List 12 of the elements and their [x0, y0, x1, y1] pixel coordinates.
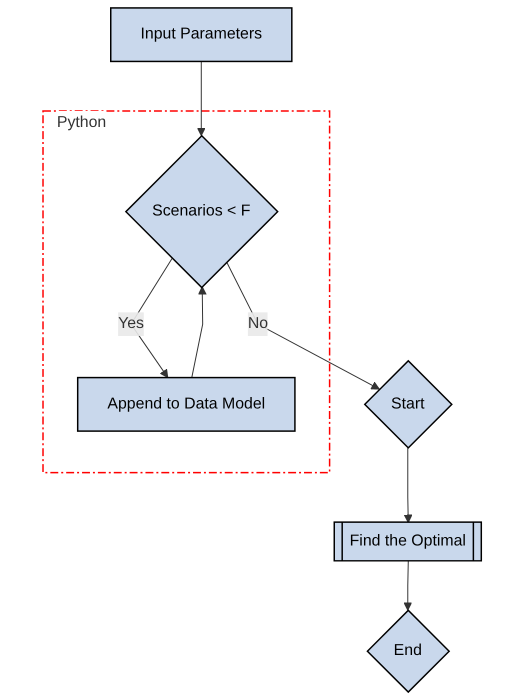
- arrow: [191, 286, 207, 378]
- arrow: [403, 560, 412, 611]
- node-box: Input Parameters: [110, 7, 292, 62]
- arrow: [404, 447, 412, 524]
- edge-label: No: [248, 315, 268, 332]
- node-diamond: End: [366, 609, 450, 694]
- node-box: Append to Data Model: [76, 376, 296, 432]
- arrow: [196, 60, 206, 136]
- edge-label: Yes: [118, 315, 144, 332]
- node-diamond: Scenarios < F: [124, 134, 279, 289]
- arrow: [226, 262, 380, 390]
- node-diamond: Start: [364, 360, 453, 449]
